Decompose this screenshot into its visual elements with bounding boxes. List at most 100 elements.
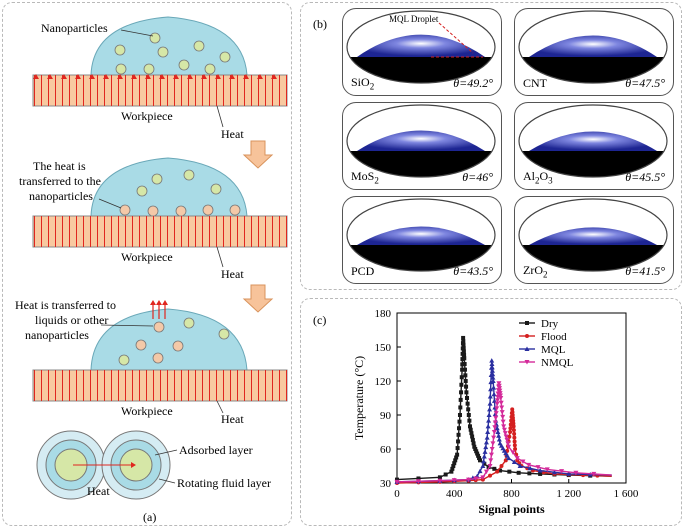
data-point <box>504 437 510 443</box>
data-point <box>466 413 471 417</box>
heat-label-1: Heat <box>221 127 244 141</box>
data-point <box>455 452 460 457</box>
data-point <box>513 447 518 451</box>
data-point <box>462 367 467 372</box>
x-tick-label: 800 <box>503 488 520 500</box>
y-tick-label: 60 <box>380 444 392 456</box>
data-point <box>455 446 460 451</box>
data-point <box>512 439 517 444</box>
y-tick-label: 180 <box>375 308 392 320</box>
data-point <box>464 390 469 395</box>
heat-label-4: Heat <box>87 484 110 498</box>
data-point <box>470 434 475 439</box>
data-point <box>485 429 491 434</box>
legend-marker <box>524 360 530 365</box>
data-point <box>493 415 499 421</box>
data-point <box>461 349 466 354</box>
legend-marker <box>525 334 529 338</box>
data-point <box>494 406 500 411</box>
data-point <box>501 424 507 429</box>
data-point <box>477 456 482 461</box>
data-point <box>486 412 492 417</box>
data-point <box>458 405 463 410</box>
data-point <box>511 459 517 465</box>
data-point <box>526 462 532 468</box>
data-point <box>462 362 467 366</box>
heated-nanoparticles <box>119 204 241 217</box>
panel-b: (b) <box>300 2 682 290</box>
data-point <box>437 475 442 480</box>
stage3-text-2: liquids or other <box>35 313 108 327</box>
data-point <box>491 385 497 390</box>
data-point <box>508 426 513 431</box>
data-point <box>482 461 487 466</box>
contact-angle-value: θ=49.2° <box>453 76 493 90</box>
data-point <box>488 458 494 463</box>
data-point <box>465 401 470 406</box>
panel-c-label: (c) <box>313 313 327 327</box>
data-point <box>476 453 481 458</box>
data-point <box>503 434 509 440</box>
data-point <box>481 458 487 464</box>
data-point <box>493 411 499 416</box>
nanoparticles-label: Nanoparticles <box>41 21 108 35</box>
data-point <box>463 373 468 378</box>
data-point <box>500 419 506 425</box>
data-point <box>475 451 480 456</box>
data-point <box>492 420 498 426</box>
data-point <box>491 430 497 435</box>
data-point <box>460 367 465 372</box>
data-point <box>437 478 443 484</box>
data-point <box>450 466 455 471</box>
data-point <box>488 386 494 392</box>
data-point <box>496 437 502 442</box>
data-point <box>457 413 462 417</box>
data-point <box>491 391 497 397</box>
data-point <box>482 449 488 454</box>
data-point <box>453 458 458 463</box>
data-point <box>458 397 463 402</box>
data-point <box>527 471 532 476</box>
data-point <box>506 444 512 450</box>
droplet-image <box>518 104 668 178</box>
data-point <box>491 435 497 441</box>
stage2-text-3: nanoparticles <box>29 189 93 203</box>
series-line <box>396 337 612 481</box>
data-point <box>474 449 479 454</box>
data-point <box>461 342 466 347</box>
data-point <box>467 424 472 429</box>
down-arrow-2 <box>242 284 274 313</box>
contact-angle-value: θ=43.5° <box>453 264 493 278</box>
data-point <box>559 469 565 474</box>
material-label: SiO2 <box>351 74 375 91</box>
fluid-dome-1 <box>90 16 248 76</box>
legend-marker <box>525 321 529 325</box>
data-point <box>483 439 489 445</box>
data-point <box>463 379 468 383</box>
legend-label: Dry <box>541 318 559 330</box>
down-arrow-1 <box>242 140 274 169</box>
data-point <box>488 452 494 458</box>
workpiece-label-2: Workpiece <box>121 250 173 264</box>
data-point <box>507 469 512 474</box>
data-point <box>466 477 472 483</box>
data-point <box>416 476 421 481</box>
data-point <box>505 441 511 446</box>
data-point <box>591 471 597 477</box>
data-point <box>480 463 486 468</box>
data-point <box>480 475 486 480</box>
data-point <box>511 428 516 433</box>
data-point <box>473 476 479 481</box>
data-point <box>510 450 516 455</box>
data-point <box>538 471 543 476</box>
stage2-text-1: The heat is <box>33 159 86 173</box>
data-point <box>394 479 400 485</box>
data-point <box>498 468 503 473</box>
x-tick-label: 1 200 <box>556 488 581 500</box>
y-axis-label: Temperature (°C) <box>352 356 366 440</box>
panel-a-label: (a) <box>143 510 156 524</box>
data-point <box>415 479 421 484</box>
